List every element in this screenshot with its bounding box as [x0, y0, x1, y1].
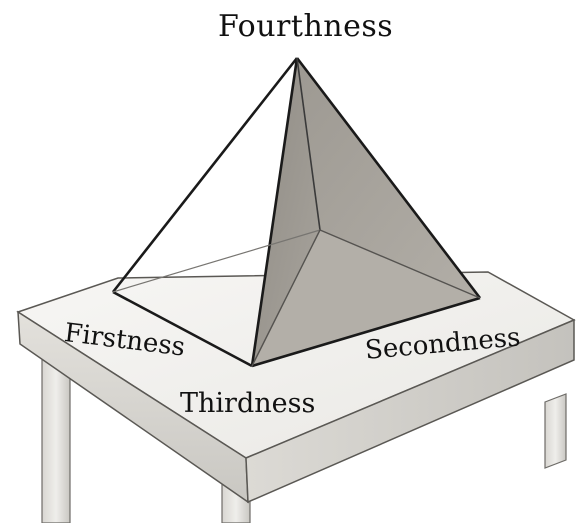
pyramid [111, 57, 482, 368]
pyramid-base-front-right [251, 296, 481, 368]
table-leg-front-left [41, 355, 71, 523]
pyramid-base-shadow [252, 230, 480, 366]
pyramid-edge-right [295, 57, 482, 299]
pyramid-face-front [252, 58, 320, 366]
table-right-edge [245, 318, 575, 504]
pyramid-edge-left [111, 57, 299, 293]
pyramid-edge-back [296, 57, 321, 231]
pyramid-edge-front [250, 57, 299, 367]
pyramid-base-back-right [319, 229, 481, 299]
pyramid-inner-edge [251, 229, 321, 367]
vertex-label-front: Thirdness [180, 388, 316, 419]
pyramid-base-back-left [112, 229, 321, 293]
vertex-label-top: Fourthness [218, 9, 394, 44]
table-leg-back-right [544, 393, 567, 469]
table [16, 271, 576, 504]
pyramid-base-left-front [112, 290, 253, 368]
